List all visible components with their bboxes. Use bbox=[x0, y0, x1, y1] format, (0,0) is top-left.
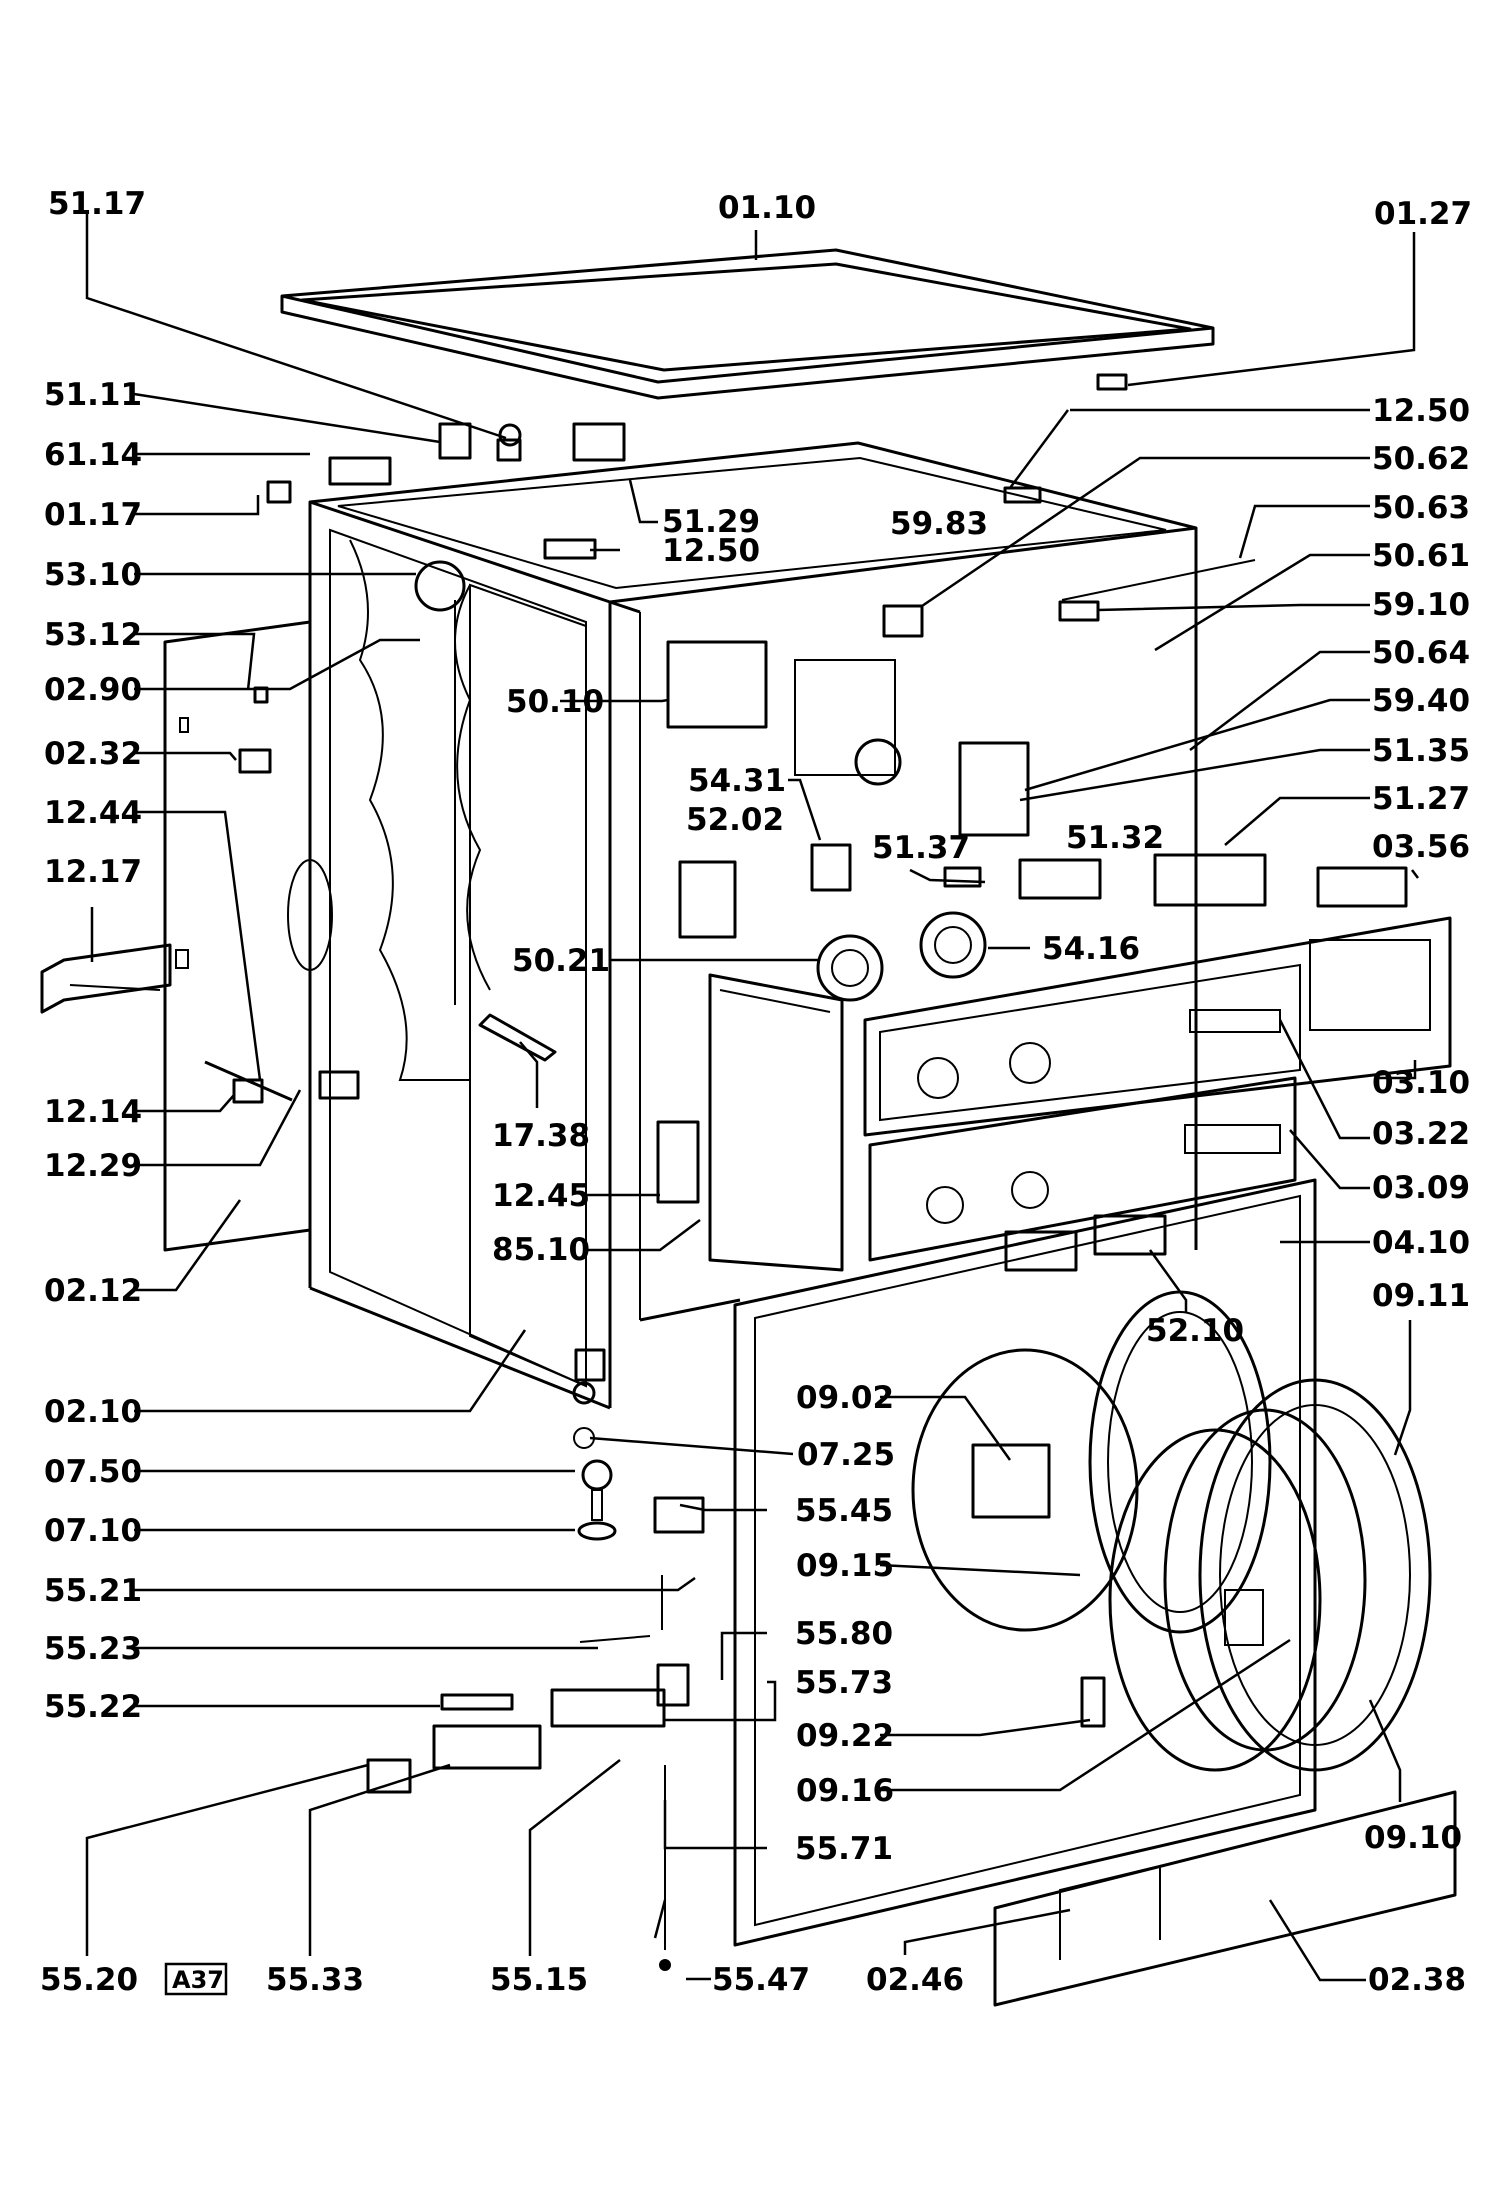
part-label: 03.10 bbox=[1372, 1065, 1470, 1101]
part-label: 03.22 bbox=[1372, 1116, 1470, 1152]
part-label: 54.31 bbox=[688, 763, 786, 799]
leader-lines bbox=[85, 212, 1419, 1982]
part-label: 55.33 bbox=[266, 1962, 364, 1998]
part-label: 50.64 bbox=[1372, 635, 1470, 671]
program-selector-panel bbox=[868, 1076, 1297, 1262]
part-label: 02.46 bbox=[866, 1962, 964, 1998]
part-label: 09.15 bbox=[796, 1548, 894, 1584]
door-lock-assembly bbox=[366, 1427, 705, 1950]
side-panel bbox=[163, 620, 333, 1252]
part-label: 85.10 bbox=[492, 1232, 590, 1268]
part-label: 51.11 bbox=[44, 377, 142, 413]
part-label: 02.32 bbox=[44, 736, 142, 772]
part-label: 01.17 bbox=[44, 497, 142, 533]
part-label: 01.10 bbox=[718, 190, 816, 226]
part-label: 55.23 bbox=[44, 1631, 142, 1667]
part-label: 52.02 bbox=[686, 802, 784, 838]
part-label: 09.02 bbox=[796, 1380, 894, 1416]
part-label: 53.12 bbox=[44, 617, 142, 653]
part-label: 07.10 bbox=[44, 1513, 142, 1549]
top-lid bbox=[280, 248, 1215, 400]
part-label: 02.90 bbox=[44, 672, 142, 708]
part-label: 51.32 bbox=[1066, 820, 1164, 856]
part-label: 50.63 bbox=[1372, 490, 1470, 526]
part-label: 50.61 bbox=[1372, 538, 1470, 574]
part-label: 51.37 bbox=[872, 830, 970, 866]
part-label: 03.09 bbox=[1372, 1170, 1470, 1206]
plinth bbox=[993, 1790, 1457, 2007]
part-label: 12.50 bbox=[1372, 393, 1470, 429]
part-label: 07.25 bbox=[797, 1437, 895, 1473]
part-label: 12.44 bbox=[44, 795, 142, 831]
part-label: 61.14 bbox=[44, 437, 142, 473]
part-label: 09.11 bbox=[1372, 1278, 1470, 1314]
part-label: 03.56 bbox=[1372, 829, 1470, 865]
part-label: 55.20 bbox=[40, 1962, 138, 1998]
part-label: 17.38 bbox=[492, 1118, 590, 1154]
part-label: 54.16 bbox=[1042, 931, 1140, 967]
sheet-code: A37 bbox=[172, 1966, 224, 1994]
part-label: 02.12 bbox=[44, 1273, 142, 1309]
part-label: 12.17 bbox=[44, 854, 142, 890]
part-label: 09.16 bbox=[796, 1773, 894, 1809]
rear-mounting-bracket bbox=[40, 943, 172, 1014]
internal-components bbox=[204, 373, 1408, 1728]
part-label: 09.22 bbox=[796, 1718, 894, 1754]
part-label: 50.10 bbox=[506, 684, 604, 720]
part-label: 02.10 bbox=[44, 1394, 142, 1430]
part-label: 59.83 bbox=[890, 506, 988, 542]
dispenser-drawer bbox=[708, 973, 844, 1272]
part-label: 50.62 bbox=[1372, 441, 1470, 477]
part-label: 55.71 bbox=[795, 1831, 893, 1867]
part-label: 52.10 bbox=[1146, 1313, 1244, 1349]
part-label: 55.80 bbox=[795, 1616, 893, 1652]
part-label: 51.17 bbox=[48, 186, 146, 222]
part-label: 02.38 bbox=[1368, 1962, 1466, 1998]
part-label: 04.10 bbox=[1372, 1225, 1470, 1261]
part-label: 55.47 bbox=[712, 1962, 810, 1998]
part-label: 55.15 bbox=[490, 1962, 588, 1998]
part-label: 59.10 bbox=[1372, 587, 1470, 623]
part-label: 51.35 bbox=[1372, 733, 1470, 769]
part-label: 12.45 bbox=[492, 1178, 590, 1214]
part-label: 12.14 bbox=[44, 1094, 142, 1130]
part-label: 09.10 bbox=[1364, 1820, 1462, 1856]
part-label: 12.50 bbox=[662, 533, 760, 569]
part-label: 51.29 bbox=[662, 504, 760, 540]
part-label: 55.45 bbox=[795, 1493, 893, 1529]
part-label: 53.10 bbox=[44, 557, 142, 593]
part-label: 55.21 bbox=[44, 1573, 142, 1609]
part-label: 59.40 bbox=[1372, 683, 1470, 719]
sheet-code-box: A37 bbox=[164, 1962, 228, 1996]
door-assembly bbox=[911, 1290, 1432, 1772]
front-panel-door-face bbox=[733, 1178, 1317, 1947]
part-label: 01.27 bbox=[1374, 196, 1472, 232]
part-label: 55.22 bbox=[44, 1689, 142, 1725]
part-label: 50.21 bbox=[512, 943, 610, 979]
part-label: 07.50 bbox=[44, 1454, 142, 1490]
part-label: 12.29 bbox=[44, 1148, 142, 1184]
control-panel-fascia bbox=[863, 916, 1452, 1137]
part-number-labels: 51.17 01.10 01.27 51.11 12.50 61.14 50.6… bbox=[40, 186, 1472, 1998]
part-label: 51.27 bbox=[1372, 781, 1470, 817]
part-label: 55.73 bbox=[795, 1665, 893, 1701]
